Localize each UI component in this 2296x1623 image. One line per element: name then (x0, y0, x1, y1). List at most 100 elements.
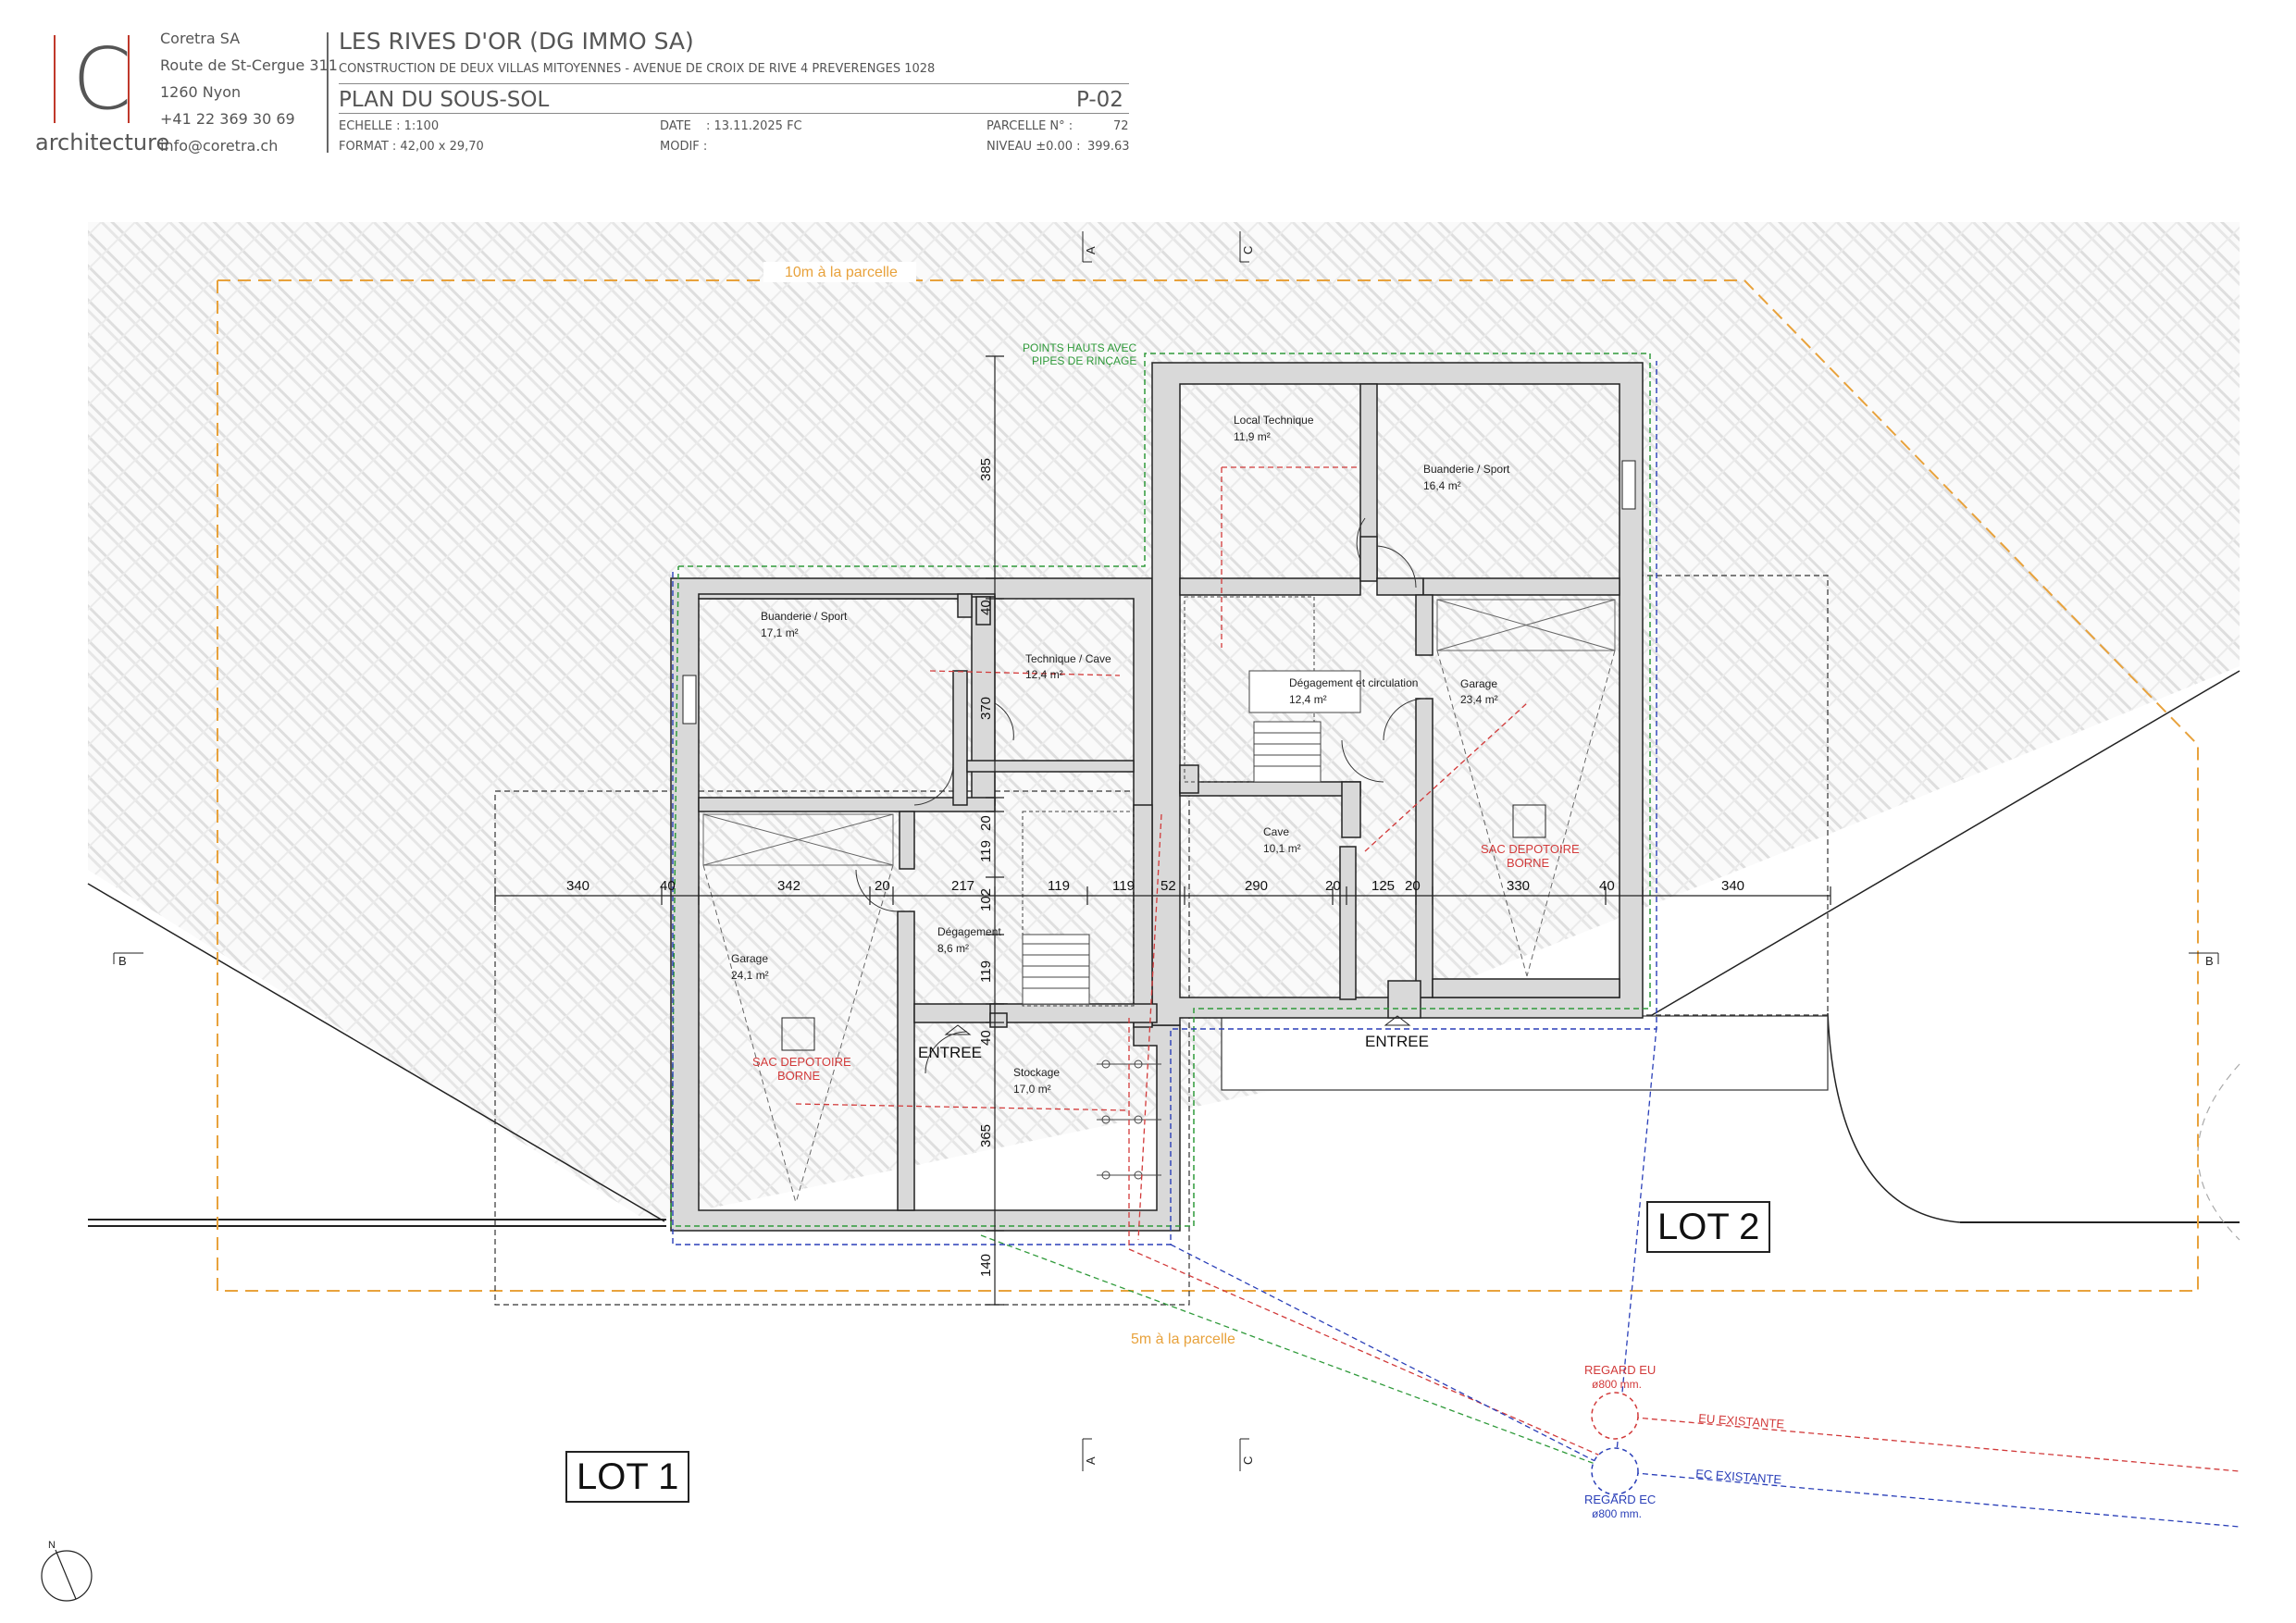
parcel-limit-line-2 (217, 280, 2198, 1292)
room-labels: Local Technique 11,9 m² Buanderie / Spor… (731, 414, 1510, 1096)
dim-v-6: 102 (978, 888, 994, 911)
road-curve (1827, 1012, 1961, 1223)
eu-existante-label: EU EXISTANTE (1698, 1411, 1785, 1431)
doors (855, 517, 1426, 1074)
logo-letter: C (72, 30, 132, 129)
parcel-5m-label: 5m à la parcelle (1131, 1332, 1235, 1347)
building-walls (670, 362, 1644, 1232)
phone: +41 22 369 30 69 (160, 110, 295, 128)
dim-v-2: 40 (978, 600, 994, 615)
parcelle-value: 72 (1113, 119, 1129, 133)
sac-right-line1: SAC DEPOTOIRE (1481, 842, 1580, 856)
garage-right-markings (1436, 599, 1616, 977)
dim-h-12: 20 (1405, 878, 1421, 894)
dim-h-3: 342 (777, 878, 800, 894)
room-degagement-name: Dégagement (937, 925, 1001, 938)
room-degagement-area: 8,6 m² (937, 942, 969, 955)
dim-v-8: 40 (978, 1030, 994, 1046)
niveau-label: NIVEAU ±0.00 : (987, 140, 1081, 154)
email-link[interactable]: info@coretra.ch (160, 137, 279, 155)
room-cave-name: Cave (1263, 825, 1289, 838)
regard-ec-label: REGARD EC (1584, 1493, 1656, 1506)
room-garage-left-name: Garage (731, 952, 768, 965)
dim-h-1: 340 (566, 878, 590, 894)
stair-right (1184, 596, 1361, 783)
dim-h-13: 330 (1507, 878, 1530, 894)
sac-right-line2: BORNE (1507, 856, 1550, 870)
garage-left-markings (702, 813, 894, 1204)
points-hauts-line2: PIPES DE RINÇAGE (1032, 354, 1136, 367)
dim-h-14: 40 (1599, 878, 1615, 894)
dim-h-10: 20 (1325, 878, 1341, 894)
room-stockage-name: Stockage (1013, 1066, 1060, 1079)
niveau-value: 399.63 (1087, 140, 1130, 154)
dim-h-6: 119 (1048, 878, 1070, 894)
entree-left-label: ENTREE (918, 1044, 982, 1061)
ec-existante-label: EC EXISTANTE (1695, 1467, 1782, 1486)
dim-h-11: 125 (1371, 878, 1395, 894)
dim-v-1: 385 (978, 458, 994, 481)
date-label: DATE (660, 119, 691, 133)
section-a-bottom: A (1084, 1456, 1098, 1465)
green-to-regard (980, 1234, 1616, 1472)
room-degagement-circ-name: Dégagement et circulation (1289, 676, 1418, 689)
dim-labels-vertical: 385 40 370 20 119 102 119 40 365 140 (978, 458, 994, 1277)
office-name: architecture (35, 130, 170, 155)
project-subtitle: CONSTRUCTION DE DEUX VILLAS MITOYENNES -… (339, 62, 936, 76)
room-stockage-area: 17,0 m² (1013, 1083, 1051, 1096)
dim-v-3: 370 (978, 697, 994, 720)
paper-format: FORMAT : 42,00 x 29,70 (339, 140, 484, 154)
regard-eu-label: REGARD EU (1584, 1363, 1656, 1377)
room-buanderie-right-name: Buanderie / Sport (1423, 463, 1510, 476)
modif-label: MODIF : (660, 140, 708, 154)
logo-bar-right (128, 35, 130, 123)
road-curve-dashed (2197, 1063, 2240, 1241)
stair-left (1022, 811, 1135, 1007)
drain-blue-line (672, 361, 1657, 1245)
parcel-10m-bg (763, 262, 916, 282)
parcel-limit-line (217, 279, 2199, 1291)
room-cave-area: 10,1 m² (1263, 842, 1301, 855)
section-c-top: C (1241, 246, 1255, 254)
dim-h-15: 340 (1721, 878, 1744, 894)
room-technique-cave-area: 12,4 m² (1025, 668, 1063, 681)
entree-right-label: ENTREE (1365, 1033, 1429, 1050)
lot1-label: LOT 1 (565, 1451, 690, 1503)
regard-eu-circle (1591, 1392, 1639, 1440)
room-buanderie-left-name: Buanderie / Sport (761, 610, 848, 623)
sheet-number: P-02 (1076, 88, 1123, 112)
logo-bar-left (54, 35, 56, 123)
section-a-top: A (1084, 246, 1098, 254)
dim-h-2: 40 (660, 878, 676, 894)
parcelle-label: PARCELLE N° : (987, 119, 1074, 133)
windows (682, 460, 1636, 725)
dim-v-4: 20 (978, 815, 994, 831)
section-marker-labels: A C A C B B (118, 246, 2214, 1465)
dim-ticks-vertical (986, 355, 1004, 1306)
dim-v-10: 140 (978, 1254, 994, 1277)
entree-left-arrow (944, 1024, 972, 1035)
dim-h-4: 20 (875, 878, 890, 894)
room-buanderie-right-area: 16,4 m² (1423, 479, 1461, 492)
project-title: LES RIVES D'OR (DG IMMO SA) (339, 28, 694, 55)
dim-h-9: 290 (1245, 878, 1268, 894)
room-garage-right-area: 23,4 m² (1460, 693, 1498, 706)
room-technique-cave-name: Technique / Cave (1025, 652, 1111, 665)
slope-line-left (87, 883, 665, 1222)
north-arrow-circle (41, 1550, 93, 1602)
dim-labels-horizontal: 340 40 342 20 217 119 119 52 290 20 125 … (566, 878, 1744, 894)
section-b-right: B (2205, 954, 2214, 968)
slope-line-right (1646, 670, 2240, 1019)
header-separator (327, 32, 329, 153)
section-c-bottom: C (1241, 1456, 1255, 1465)
company-name: Coretra SA (160, 30, 241, 47)
dim-h-7: 119 (1112, 878, 1135, 894)
room-local-technique-area: 11,9 m² (1234, 430, 1271, 443)
entree-right-arrow (1384, 1015, 1411, 1026)
title-rule-1 (339, 83, 1129, 84)
lot2-label: LOT 2 (1646, 1201, 1771, 1253)
eu-network (795, 466, 2240, 1472)
address-line-1: Route de St-Cergue 311 (160, 56, 338, 74)
sac-left-line1: SAC DEPOTOIRE (752, 1055, 851, 1069)
regard-ec-circle (1591, 1447, 1639, 1495)
